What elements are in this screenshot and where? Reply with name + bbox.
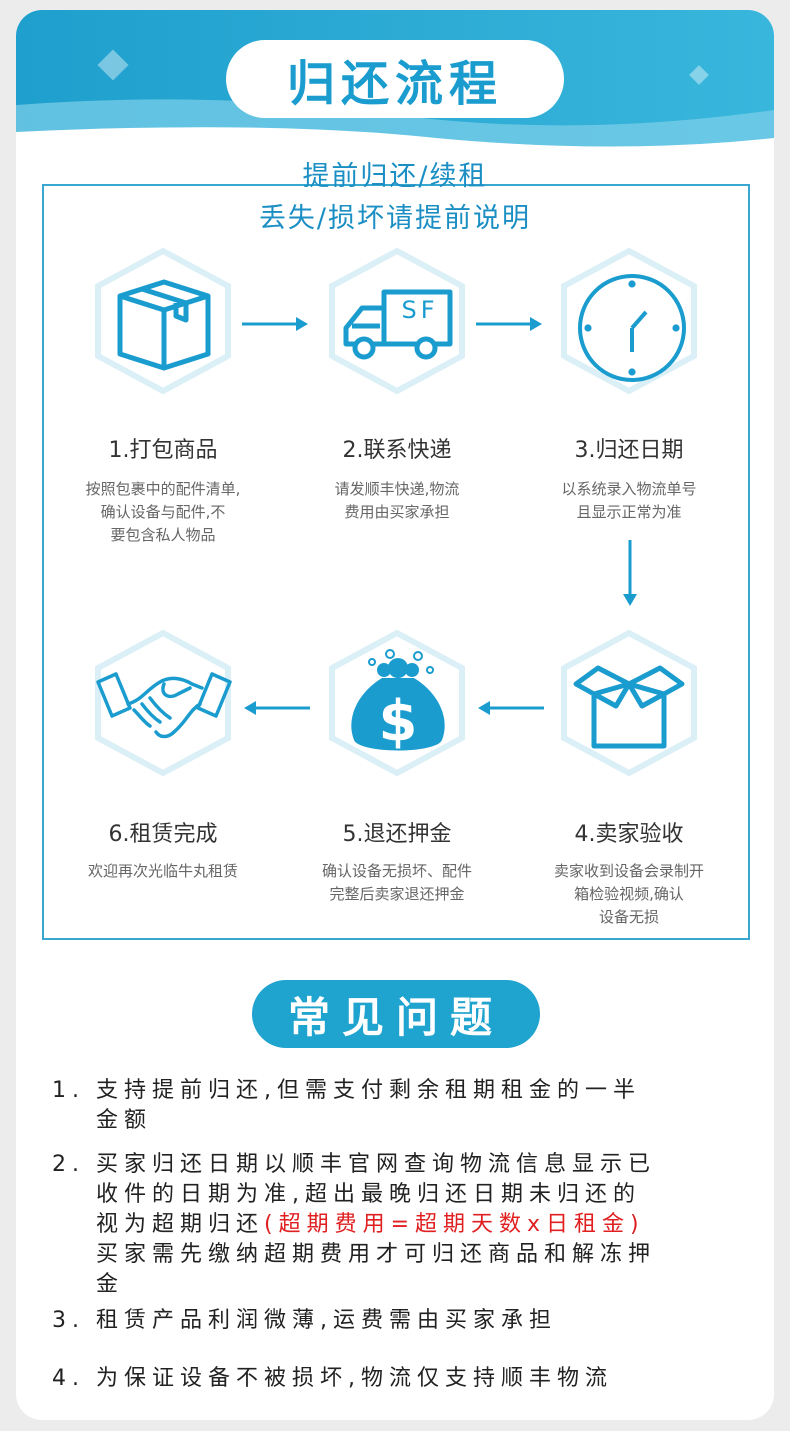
step-5-title: 5.退还押金 (342, 822, 452, 847)
faq-item-line: 租赁产品利润微薄,运费需由买家承担 (96, 1308, 557, 1333)
step-1-title: 1.打包商品 (108, 438, 218, 463)
step-6-desc-line: 欢迎再次光临牛丸租赁 (87, 862, 238, 880)
step-6-title: 6.租赁完成 (108, 822, 218, 847)
step-3-desc-line: 且显示正常为准 (576, 503, 682, 521)
page-title: 归还流程 (286, 56, 503, 112)
money-bag-icon: $ (351, 649, 445, 754)
faq-item-2: 2. 买家归还日期以顺丰官网查询物流信息显示已 收件的日期为准,超出最晚归还日期… (52, 1150, 752, 1300)
note-line-2: 丢失/损坏请提前说明 (246, 203, 544, 234)
svg-text:$: $ (379, 689, 418, 754)
step-4-desc-line: 卖家收到设备会录制开 (553, 862, 704, 880)
overdue-fee-formula: (超期费用=超期天数x日租金) (264, 1212, 645, 1237)
step-3-desc: 以系统录入物流单号 且显示正常为准 (514, 478, 744, 524)
note-line-2-wrap: 丢失/损坏请提前说明 (16, 196, 774, 235)
faq-item-1: 1. 支持提前归还,但需支付剩余租期租金的一半 金额 (52, 1076, 752, 1136)
step-1-desc-line: 确认设备与配件,不 (100, 503, 226, 521)
truck-label: SF (401, 296, 439, 324)
faq-item-line: 支持提前归还,但需支付剩余租期租金的一半 (96, 1078, 641, 1103)
faq-item-line: 视为超期归还(超期费用=超期天数x日租金) (96, 1210, 752, 1240)
arrow-right-icon (242, 317, 308, 331)
step-2-desc-line: 费用由买家承担 (344, 503, 450, 521)
faq-item-number: 1. (52, 1078, 85, 1103)
delivery-truck-icon (343, 289, 453, 360)
page-card: 归还流程 提前归还/续租 丢失/损坏请提前说明 SF (16, 10, 774, 1420)
step-1-desc-line: 按照包裹中的配件清单, (85, 480, 241, 498)
faq-item-line: 为保证设备不被损坏,物流仅支持顺丰物流 (96, 1366, 613, 1391)
step-3-title: 3.归还日期 (574, 438, 684, 463)
step-6-desc: 欢迎再次光临牛丸租赁 (48, 860, 278, 883)
package-box-icon (117, 279, 211, 371)
header-banner (16, 10, 774, 160)
step-2-desc-line: 请发顺丰快递,物流 (334, 480, 460, 498)
step-1-desc: 按照包裹中的配件清单, 确认设备与配件,不 要包含私人物品 (48, 478, 278, 547)
faq-item-3: 3. 租赁产品利润微薄,运费需由买家承担 (52, 1306, 752, 1336)
open-box-icon (573, 665, 685, 749)
process-frame (42, 184, 750, 940)
faq-item-line: 买家归还日期以顺丰官网查询物流信息显示已 (96, 1152, 657, 1177)
faq-item-number: 3. (52, 1308, 85, 1333)
faq-title-pill: 常见问题 (252, 980, 540, 1048)
step-5-desc-line: 确认设备无损坏、配件 (321, 862, 472, 880)
faq-item-number: 4. (52, 1366, 85, 1391)
step-4-desc-line: 设备无损 (598, 908, 659, 926)
arrow-left-icon (244, 701, 310, 715)
faq-title: 常见问题 (287, 992, 504, 1042)
note-line-1: 提前归还/续租 (302, 161, 488, 192)
faq-item-line: 买家需先缴纳超期费用才可归还商品和解冻押 (96, 1242, 657, 1267)
step-3-desc-line: 以系统录入物流单号 (561, 480, 697, 498)
faq-item-line: 金额 (96, 1108, 153, 1133)
faq-item-4: 4. 为保证设备不被损坏,物流仅支持顺丰物流 (52, 1364, 752, 1394)
clock-icon (578, 274, 686, 382)
step-2-title: 2.联系快递 (342, 438, 452, 463)
step-4-desc: 卖家收到设备会录制开 箱检验视频,确认 设备无损 (514, 860, 744, 929)
faq-item-line: 收件的日期为准,超出最晚归还日期未归还的 (96, 1182, 641, 1207)
faq-item-text: 视为超期归还 (96, 1212, 265, 1237)
faq-item-line: 金 (96, 1272, 125, 1297)
step-2-desc: 请发顺丰快递,物流 费用由买家承担 (282, 478, 512, 524)
step-1-desc-line: 要包含私人物品 (110, 526, 216, 544)
step-5-desc: 确认设备无损坏、配件 完整后卖家退还押金 (282, 860, 512, 906)
faq-item-number: 2. (52, 1152, 85, 1177)
arrow-right-icon (476, 317, 542, 331)
handshake-icon (96, 672, 232, 739)
step-5-desc-line: 完整后卖家退还押金 (329, 885, 465, 903)
arrow-left-icon (478, 701, 544, 715)
step-6-hex (95, 629, 231, 777)
arrow-down-icon (623, 540, 637, 606)
step-4-title: 4.卖家验收 (574, 822, 684, 847)
step-4-desc-line: 箱检验视频,确认 (574, 885, 684, 903)
page-title-pill: 归还流程 (226, 40, 564, 118)
